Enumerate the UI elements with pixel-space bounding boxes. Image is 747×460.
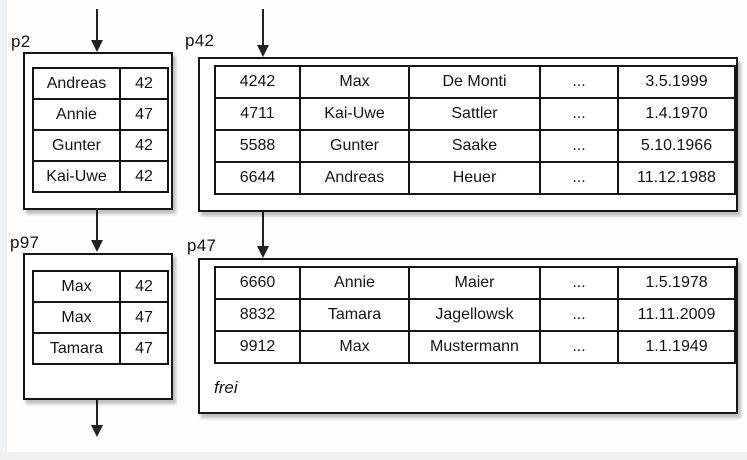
page-label-p2: p2 xyxy=(11,32,31,51)
table-cell: ... xyxy=(539,330,619,364)
table-cell: 6660 xyxy=(214,266,301,300)
page-label-p47: p47 xyxy=(187,236,217,255)
table-row: 6644 Andreas Heuer ... 11.12.1988 xyxy=(214,161,736,195)
arrow-line-into-p42 xyxy=(262,9,264,45)
table-cell: ... xyxy=(539,266,619,300)
table-cell: Andreas xyxy=(299,161,410,195)
table-cell: 4242 xyxy=(214,65,301,99)
table-row: 9912 Max Mustermann ... 1.1.1949 xyxy=(214,330,736,364)
table-cell: Kai-Uwe xyxy=(299,97,410,131)
table-cell: 9912 xyxy=(214,330,301,364)
table-row: Annie 47 xyxy=(32,98,169,131)
records-table-p42: 4242 Max De Monti ... 3.5.1999 4711 Kai-… xyxy=(214,65,736,195)
table-cell: 11.12.1988 xyxy=(617,161,736,195)
page-box-p2: Andreas 42 Annie 47 Gunter 42 Kai-Uwe 42 xyxy=(23,52,173,210)
table-cell: Jagellowsk xyxy=(408,298,541,332)
index-table-p97: Max 42 Max 47 Tamara 47 xyxy=(32,270,169,365)
arrow-down-icon xyxy=(91,240,103,252)
table-cell: 1.5.1978 xyxy=(617,266,736,300)
table-cell: 47 xyxy=(119,98,169,131)
table-cell: Max xyxy=(299,65,410,99)
arrow-line-out-of-p97 xyxy=(96,399,98,425)
table-row: Andreas 42 xyxy=(32,67,169,100)
table-cell: 5.10.1966 xyxy=(617,129,736,163)
table-cell: 8832 xyxy=(214,298,301,332)
page-box-p42: 4242 Max De Monti ... 3.5.1999 4711 Kai-… xyxy=(198,57,738,212)
table-cell: ... xyxy=(539,161,619,195)
table-cell: ... xyxy=(539,129,619,163)
page-label-p97: p97 xyxy=(10,233,40,252)
table-cell: 42 xyxy=(119,160,169,193)
table-cell: ... xyxy=(539,65,619,99)
table-cell: 42 xyxy=(119,129,169,162)
table-cell: Mustermann xyxy=(408,330,541,364)
table-cell: ... xyxy=(539,97,619,131)
table-row: 6660 Annie Maier ... 1.5.1978 xyxy=(214,266,736,300)
table-cell: Max xyxy=(299,330,410,364)
table-cell: 6644 xyxy=(214,161,301,195)
table-row: 5588 Gunter Saake ... 5.10.1966 xyxy=(214,129,736,163)
table-row: 4711 Kai-Uwe Sattler ... 1.4.1970 xyxy=(214,97,736,131)
arrow-down-icon xyxy=(257,45,269,57)
table-cell: Sattler xyxy=(408,97,541,131)
table-cell: Heuer xyxy=(408,161,541,195)
free-space-label: frei xyxy=(214,378,238,397)
table-cell: 3.5.1999 xyxy=(617,65,736,99)
table-cell: ... xyxy=(539,298,619,332)
arrow-line-into-p2 xyxy=(96,9,98,40)
table-cell: Tamara xyxy=(299,298,410,332)
slide-edge-bottom xyxy=(0,452,747,460)
page-box-p47: 6660 Annie Maier ... 1.5.1978 8832 Tamar… xyxy=(198,258,738,414)
table-cell: Gunter xyxy=(32,129,121,162)
table-cell: 5588 xyxy=(214,129,301,163)
table-row: 4242 Max De Monti ... 3.5.1999 xyxy=(214,65,736,99)
table-row: Max 47 xyxy=(32,301,169,334)
table-cell: 1.1.1949 xyxy=(617,330,736,364)
arrow-line-p42-to-p47 xyxy=(262,211,264,246)
table-cell: Gunter xyxy=(299,129,410,163)
table-cell: 47 xyxy=(119,332,169,365)
arrow-down-icon xyxy=(257,246,269,258)
arrow-line-p2-to-p97 xyxy=(96,209,98,240)
table-cell: Max xyxy=(32,301,121,334)
table-row: Gunter 42 xyxy=(32,129,169,162)
table-row: Max 42 xyxy=(32,270,169,303)
slide-edge-left xyxy=(0,0,7,460)
table-cell: Annie xyxy=(299,266,410,300)
table-cell: Tamara xyxy=(32,332,121,365)
arrow-down-icon xyxy=(91,40,103,52)
page-box-p97: Max 42 Max 47 Tamara 47 xyxy=(23,253,173,400)
table-cell: 11.11.2009 xyxy=(617,298,736,332)
table-cell: Maier xyxy=(408,266,541,300)
table-cell: Max xyxy=(32,270,121,303)
records-table-p47: 6660 Annie Maier ... 1.5.1978 8832 Tamar… xyxy=(214,266,736,364)
page-label-p42: p42 xyxy=(185,31,215,50)
table-row: Kai-Uwe 42 xyxy=(32,160,169,193)
arrow-down-icon xyxy=(91,425,103,437)
table-cell: Andreas xyxy=(32,67,121,100)
table-cell: De Monti xyxy=(408,65,541,99)
index-table-p2: Andreas 42 Annie 47 Gunter 42 Kai-Uwe 42 xyxy=(32,67,169,193)
table-cell: 47 xyxy=(119,301,169,334)
table-cell: 1.4.1970 xyxy=(617,97,736,131)
table-row: 8832 Tamara Jagellowsk ... 11.11.2009 xyxy=(214,298,736,332)
table-cell: Annie xyxy=(32,98,121,131)
table-cell: 4711 xyxy=(214,97,301,131)
table-cell: 42 xyxy=(119,270,169,303)
table-cell: 42 xyxy=(119,67,169,100)
table-cell: Kai-Uwe xyxy=(32,160,121,193)
table-row: Tamara 47 xyxy=(32,332,169,365)
table-cell: Saake xyxy=(408,129,541,163)
